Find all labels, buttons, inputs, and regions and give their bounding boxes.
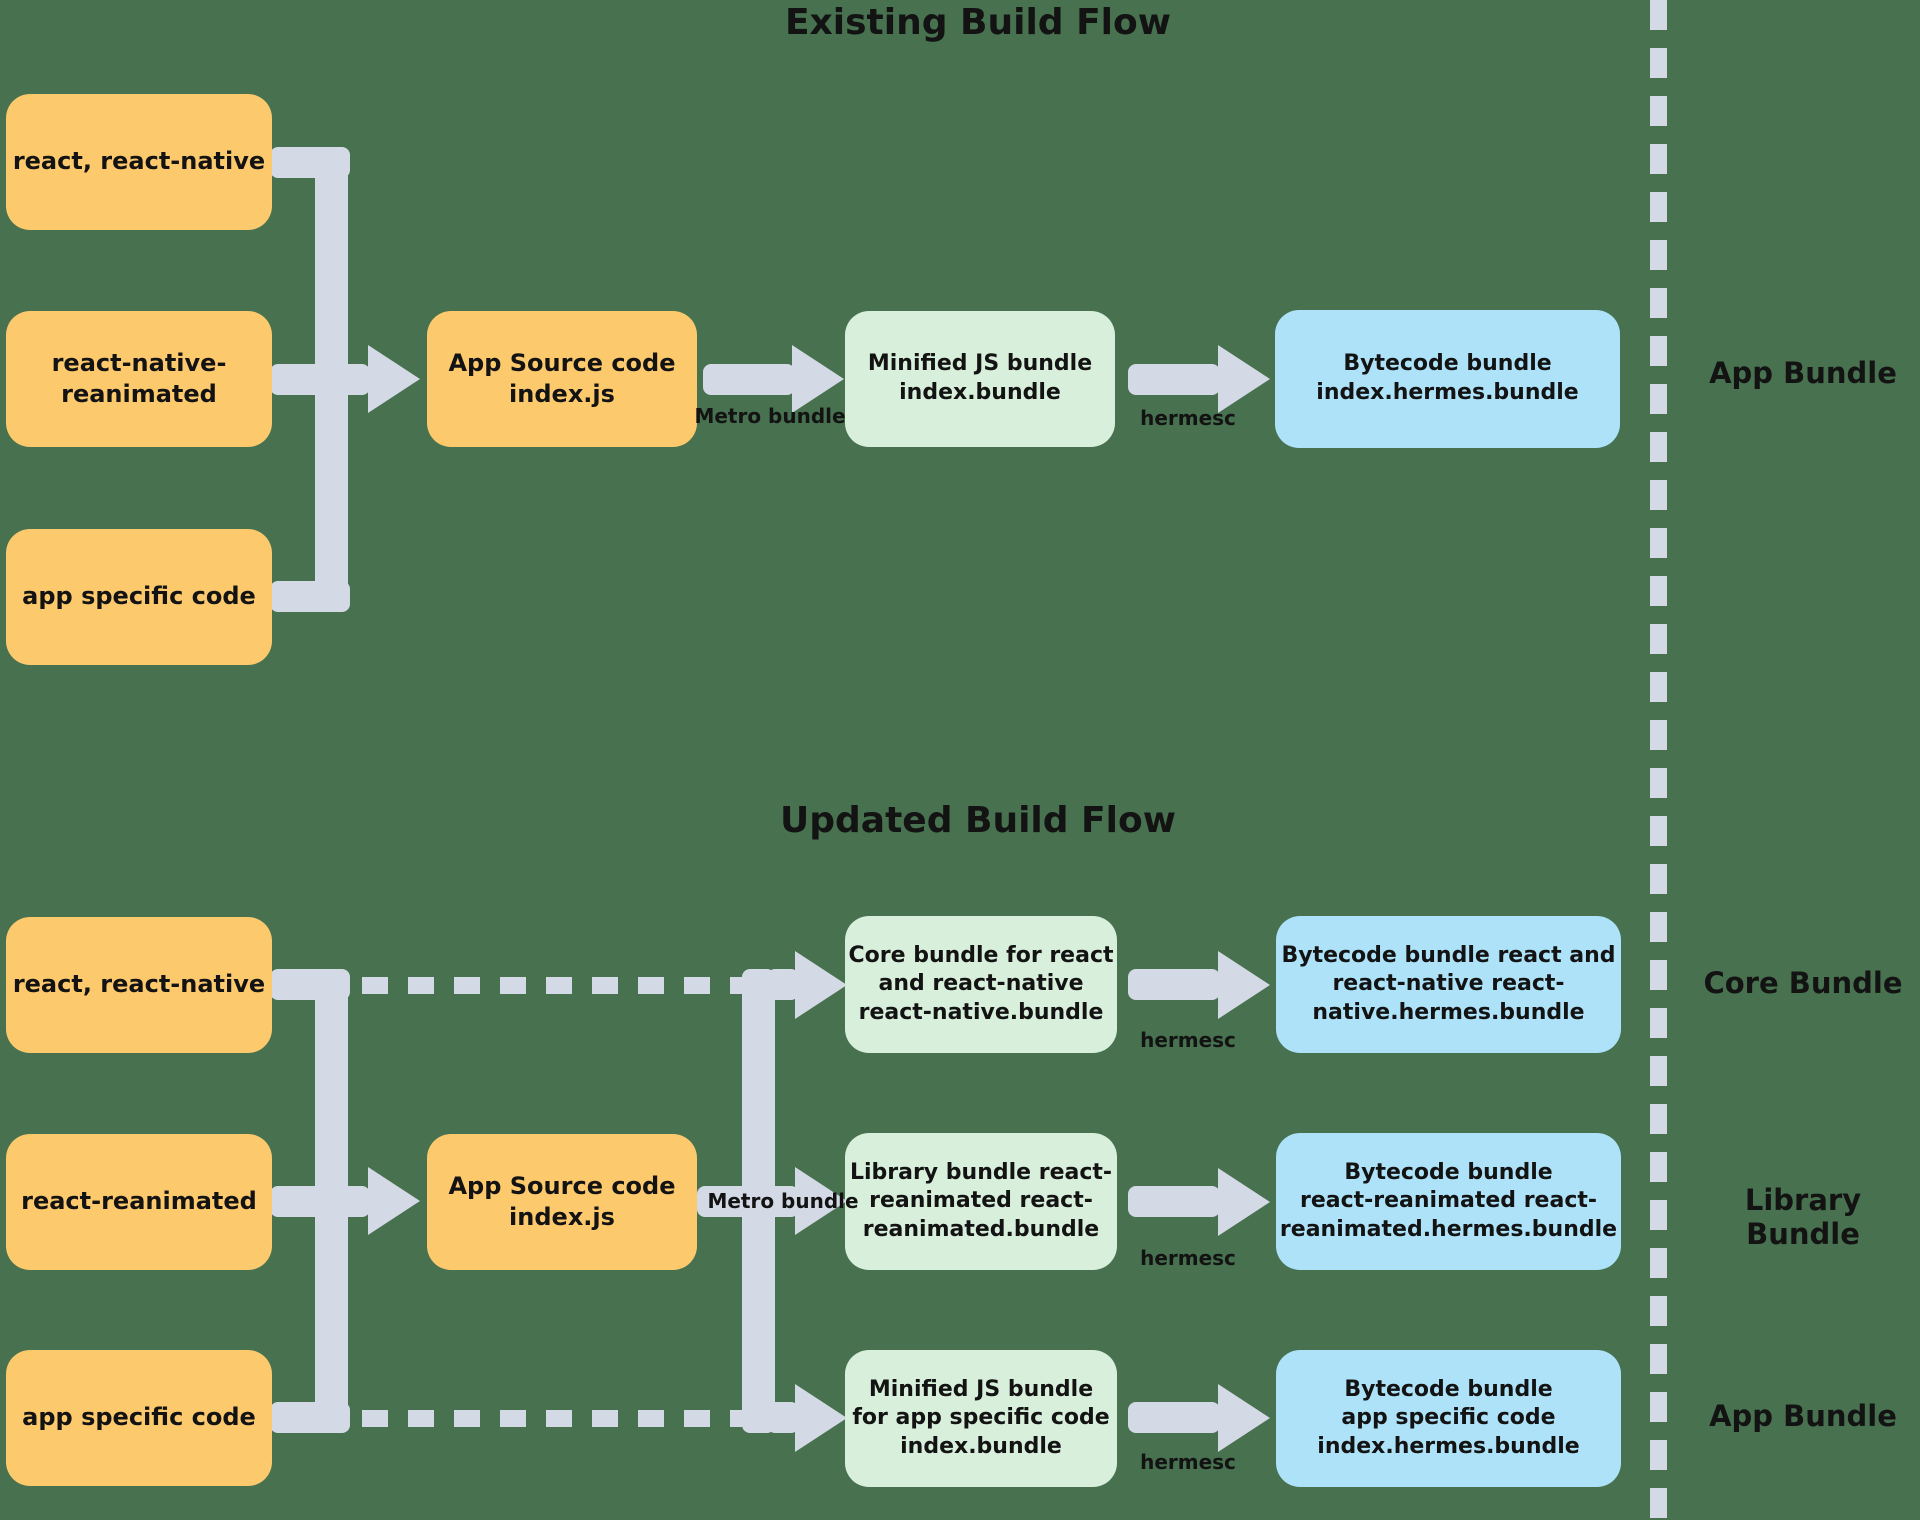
- dashed-connector-core: [362, 977, 742, 994]
- source-box-app-specific-code: app specific code: [6, 529, 272, 665]
- arrow-shaft: [697, 1186, 799, 1217]
- source-box-react-native-reanimated: react-native- reanimated: [6, 311, 272, 447]
- source-box-app-specific-code: app specific code: [6, 1350, 272, 1486]
- app-source-code-box: App Source code index.js: [427, 1134, 697, 1270]
- source-box-react-react-native: react, react-native: [6, 94, 272, 230]
- separator-dashed-line: [1650, 0, 1667, 1520]
- dashed-connector-app: [362, 1410, 742, 1427]
- hermesc-label: hermesc: [1140, 1028, 1236, 1052]
- arrow-head-icon: [795, 1167, 847, 1235]
- hermesc-label: hermesc: [1140, 1450, 1236, 1474]
- arrow-head-icon: [1218, 951, 1270, 1019]
- bytecode-bundle-box: Bytecode bundle app specific code index.…: [1276, 1350, 1621, 1487]
- arrow-head-icon: [1218, 1168, 1270, 1236]
- existing-flow-title: Existing Build Flow: [784, 2, 1172, 43]
- arrow-head-icon: [1218, 1384, 1270, 1452]
- minified-js-bundle-box: Minified JS bundle index.bundle: [845, 311, 1115, 447]
- arrow-shaft: [767, 969, 799, 1000]
- arrow-shaft: [767, 1402, 799, 1433]
- arrow-shaft: [1128, 1402, 1220, 1433]
- arrow-head-icon: [1218, 345, 1270, 413]
- arrow-head-icon: [795, 1384, 847, 1452]
- output-label-app-bundle: App Bundle: [1709, 1399, 1897, 1433]
- arrow-head-icon: [795, 951, 847, 1019]
- output-label-library-bundle: Library Bundle: [1744, 1183, 1862, 1251]
- metro-bundle-label: Metro bundle: [707, 1189, 859, 1213]
- arrow-shaft: [703, 364, 795, 395]
- arrow-shaft: [340, 364, 370, 395]
- bytecode-bundle-box: Bytecode bundle react-reanimated react- …: [1276, 1133, 1621, 1270]
- arrow-head-icon: [368, 345, 420, 413]
- source-box-react-reanimated: react-reanimated: [6, 1134, 272, 1270]
- arrow-shaft: [1128, 1186, 1220, 1217]
- arrow-shaft: [1128, 364, 1220, 395]
- output-label-core-bundle: Core Bundle: [1703, 966, 1903, 1000]
- arrow-shaft: [340, 1186, 370, 1217]
- hermesc-label: hermesc: [1140, 1246, 1236, 1270]
- metro-bundle-label: Metro bundle: [694, 404, 846, 428]
- minified-js-bundle-box: Minified JS bundle for app specific code…: [845, 1350, 1117, 1487]
- arrow-head-icon: [792, 345, 844, 413]
- output-label-app-bundle: App Bundle: [1709, 356, 1897, 390]
- app-source-code-box: App Source code index.js: [427, 311, 697, 447]
- core-bundle-box: Core bundle for react and react-native r…: [845, 916, 1117, 1053]
- hermesc-label: hermesc: [1140, 406, 1236, 430]
- bytecode-bundle-box: Bytecode bundle index.hermes.bundle: [1275, 310, 1620, 448]
- source-box-react-react-native: react, react-native: [6, 917, 272, 1053]
- arrow-shaft: [1128, 969, 1220, 1000]
- library-bundle-box: Library bundle react- reanimated react- …: [845, 1133, 1117, 1270]
- updated-flow-title: Updated Build Flow: [780, 800, 1176, 841]
- arrow-head-icon: [368, 1167, 420, 1235]
- bytecode-bundle-box: Bytecode bundle react and react-native r…: [1276, 916, 1621, 1053]
